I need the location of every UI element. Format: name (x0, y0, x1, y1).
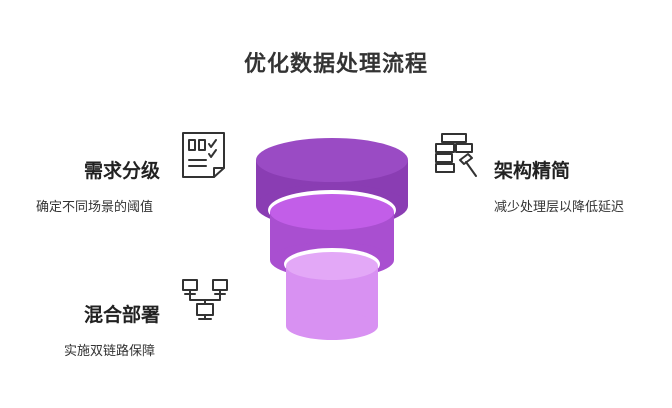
step-description-deployment: 实施双链路保障 (64, 344, 156, 359)
step-heading-deployment: 混合部署 (84, 304, 161, 326)
step-heading-architecture: 架构精简 (494, 160, 571, 182)
checklist-icon (182, 132, 225, 178)
network-computers-icon (182, 279, 228, 320)
step-heading-requirements: 需求分级 (84, 160, 161, 182)
funnel-layer-bottom (286, 252, 378, 340)
page-title: 优化数据处理流程 (243, 52, 428, 77)
blocks-hammer-icon (435, 133, 477, 177)
step-description-requirements: 确定不同场景的阈值 (36, 200, 154, 215)
step-description-architecture: 减少处理层以降低延迟 (494, 200, 625, 215)
